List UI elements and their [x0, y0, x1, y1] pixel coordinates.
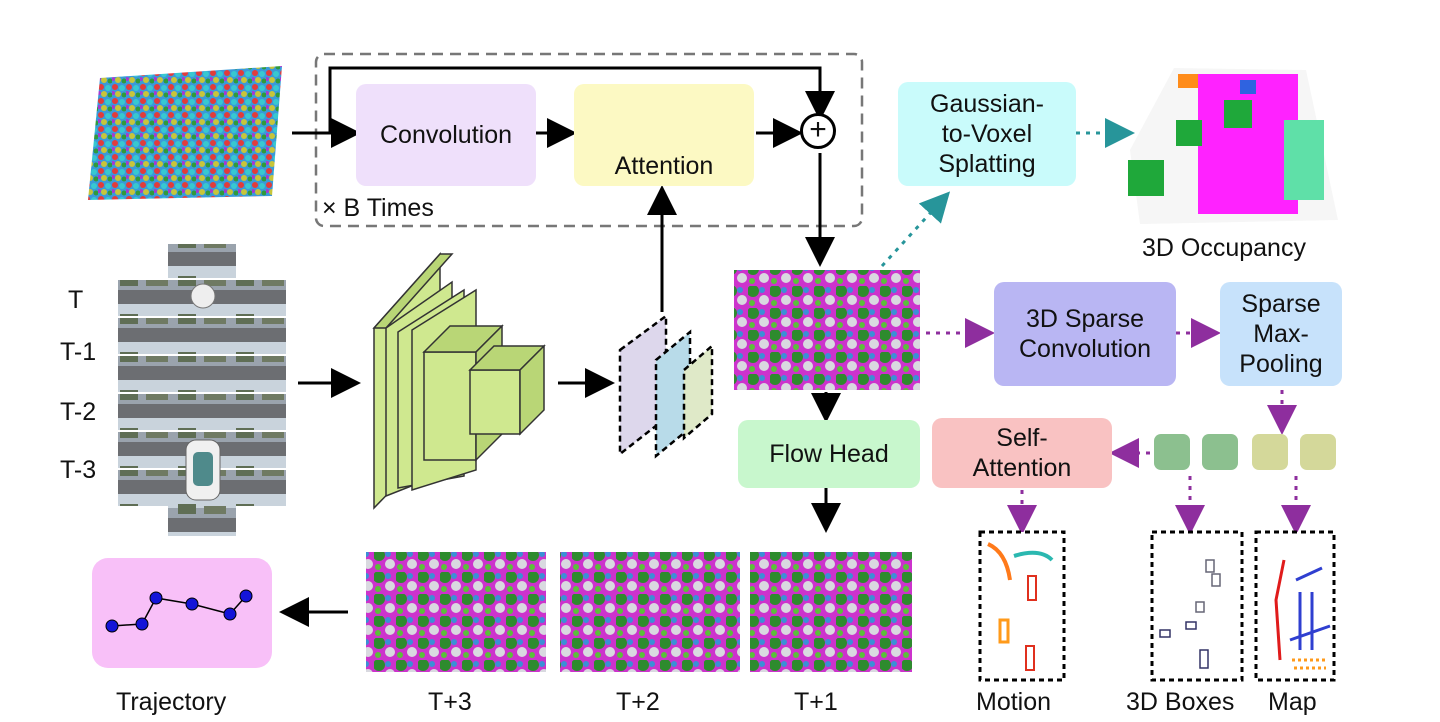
- future-label-t2: T+2: [616, 688, 660, 716]
- sparse-conv-block: 3D Sparse Convolution: [994, 282, 1176, 386]
- sparse-conv-label: 3D Sparse Convolution: [1018, 305, 1152, 363]
- future-occupancy-t2: [560, 552, 740, 672]
- trajectory-plot: [92, 558, 272, 668]
- map-label: Map: [1268, 688, 1317, 716]
- self-attention-label: Self- Attention: [972, 424, 1072, 482]
- map-output-panel: [1254, 530, 1336, 682]
- frame-label-t-2: T-2: [60, 398, 97, 426]
- convolution-block: Convolution: [356, 84, 536, 186]
- frame-label-t: T: [68, 286, 84, 314]
- motion-output-panel: [978, 530, 1066, 682]
- flow-head-label: Flow Head: [769, 440, 889, 468]
- image-backbone: [372, 252, 546, 510]
- frame-label-t-1: T-1: [60, 338, 97, 366]
- self-attention-block: Self- Attention: [932, 418, 1112, 488]
- trajectory-label: Trajectory: [116, 688, 227, 716]
- attention-label: Attention: [614, 152, 714, 180]
- splatting-label: Gaussian- to-Voxel Splatting: [930, 90, 1044, 178]
- repeat-block-frame: [314, 52, 864, 228]
- residual-add-node: +: [800, 113, 836, 149]
- query-tokens: [1154, 434, 1336, 470]
- motion-label: Motion: [976, 688, 1052, 716]
- future-occupancy-t3: [366, 552, 546, 672]
- feature-maps: [618, 313, 714, 459]
- multi-view-camera-images: [118, 244, 286, 536]
- arrow-skip-connection: [328, 66, 835, 133]
- future-label-t3: T+3: [428, 688, 472, 716]
- repeat-label: × B Times: [322, 194, 434, 222]
- boxes-output-panel: [1150, 530, 1244, 682]
- attention-block: Attention: [574, 84, 754, 186]
- convolution-label: Convolution: [379, 121, 513, 149]
- plus-symbol: +: [809, 112, 827, 146]
- future-occupancy-t1: [750, 552, 912, 672]
- flow-head-block: Flow Head: [738, 420, 920, 488]
- gaussian-input-image: [88, 66, 282, 200]
- occupancy-output-image: [1128, 68, 1338, 224]
- future-label-t1: T+1: [794, 688, 838, 716]
- maxpool-label: Sparse Max- Pooling: [1239, 290, 1323, 378]
- occupancy-output-label: 3D Occupancy: [1142, 234, 1306, 262]
- current-occupancy-image: [734, 270, 920, 390]
- frame-label-t-3: T-3: [60, 456, 97, 484]
- maxpool-block: Sparse Max- Pooling: [1220, 282, 1342, 386]
- boxes-label: 3D Boxes: [1126, 688, 1235, 716]
- splatting-block: Gaussian- to-Voxel Splatting: [898, 82, 1076, 186]
- arrow-to-splatting: [880, 191, 951, 268]
